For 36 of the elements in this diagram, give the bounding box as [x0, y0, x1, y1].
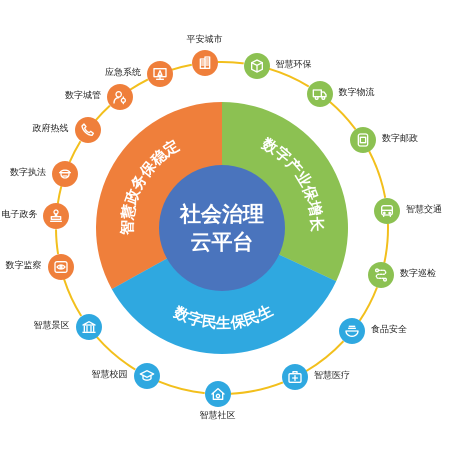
category-label: 数字监察	[6, 260, 42, 272]
ring-connector	[63, 278, 82, 316]
ring-connector	[306, 340, 344, 372]
category-label: 电子政务	[1, 210, 38, 222]
ring-connector	[172, 64, 192, 71]
category-label: 数字邮政	[382, 134, 418, 146]
ring-connector	[56, 186, 62, 204]
ring-connector	[158, 380, 205, 394]
ring-connector	[368, 150, 386, 198]
category-label: 数字城管	[64, 91, 101, 102]
ring-connector	[383, 224, 389, 263]
ring-connector	[95, 104, 111, 121]
ring-connector	[230, 382, 284, 395]
category-label: 应急系统	[104, 68, 141, 80]
ring-connector	[55, 229, 60, 254]
category-label: 智慧景区	[34, 320, 70, 332]
category-label: 智慧校园	[92, 370, 128, 381]
ring-connector	[329, 101, 356, 130]
category-label: 数字执法	[10, 168, 46, 179]
category-label: 智慧社区	[200, 410, 236, 422]
category-label: 智慧交通	[406, 204, 442, 216]
sector-title: 数字民生保民生	[172, 301, 276, 332]
ring-connector	[96, 336, 136, 370]
ring-connector	[68, 140, 82, 162]
category-label: 数字物流	[338, 88, 375, 99]
ring-connector	[268, 68, 310, 88]
category-label: 食品安全	[370, 325, 407, 336]
category-label: 智慧环保	[276, 60, 312, 71]
ring-connector	[130, 78, 148, 90]
ring-connector	[218, 61, 244, 64]
category-label: 政府热线	[32, 124, 69, 136]
category-label: 数字巡检	[400, 269, 436, 280]
ring-sector	[112, 252, 336, 354]
ring-connector	[358, 287, 378, 322]
category-label: 智慧医疗	[314, 371, 350, 382]
category-label: 平安城市	[186, 34, 223, 46]
